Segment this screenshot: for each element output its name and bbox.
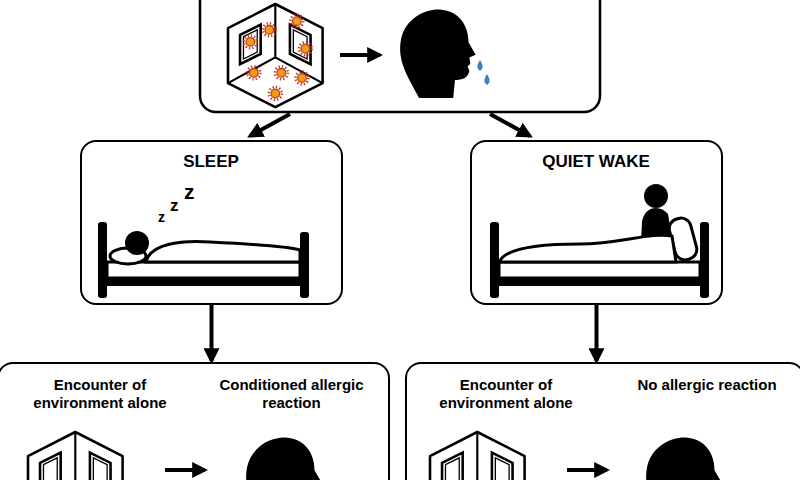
outcome-box: Encounter of environment alone Conditione… bbox=[0, 362, 390, 480]
reacting-head bbox=[246, 438, 322, 480]
room-alone bbox=[430, 432, 525, 480]
drawing-part bbox=[275, 66, 288, 79]
awake-bed bbox=[490, 184, 709, 298]
drawing-part bbox=[290, 15, 303, 28]
room-alone bbox=[28, 432, 123, 480]
outcome-box: Encounter of environment alone No allergi… bbox=[405, 362, 800, 480]
drawing-part bbox=[644, 184, 668, 208]
sleep-z: z bbox=[184, 181, 195, 202]
drawing-part bbox=[146, 242, 300, 262]
sleep-z: z bbox=[170, 197, 179, 214]
allergic-head bbox=[400, 10, 476, 98]
drawing-part bbox=[490, 222, 499, 298]
drawing-part bbox=[244, 35, 257, 48]
drawing-part bbox=[246, 438, 322, 480]
drawing-part bbox=[247, 66, 260, 79]
outcome-text: Encounter of environment alone bbox=[421, 376, 591, 412]
drawing-part bbox=[125, 231, 149, 255]
drawing-part bbox=[700, 222, 709, 298]
exposure-panel bbox=[200, 0, 600, 112]
drawing-part bbox=[107, 278, 300, 286]
box-title: SLEEP bbox=[85, 152, 337, 172]
allergen-room bbox=[228, 4, 323, 107]
split-arrow bbox=[490, 114, 530, 136]
drawing-part bbox=[228, 4, 323, 107]
flow-arrow bbox=[595, 305, 599, 361]
flow-arrow bbox=[210, 305, 214, 361]
drawing-part bbox=[98, 222, 107, 298]
drawing-part bbox=[430, 432, 525, 480]
drawing-part bbox=[299, 42, 312, 55]
nose-drop bbox=[477, 60, 482, 71]
sleep-z: z bbox=[158, 210, 165, 224]
drawing-part bbox=[646, 438, 722, 480]
drawing-part bbox=[499, 278, 700, 286]
outcome-text: No allergic reaction bbox=[622, 376, 792, 394]
wake-box: QUIET WAKE bbox=[470, 140, 723, 305]
drawing-part bbox=[499, 262, 700, 278]
exposure-arrow bbox=[340, 53, 380, 57]
outcome-text: Encounter of environment alone bbox=[15, 376, 185, 412]
sleep-box: SLEEP bbox=[80, 140, 343, 305]
nose-drop bbox=[484, 74, 489, 85]
drawing-part bbox=[28, 432, 123, 480]
split-arrow bbox=[250, 114, 290, 136]
calm-head bbox=[646, 438, 722, 480]
drawing-part bbox=[296, 72, 309, 85]
drawing-part bbox=[263, 23, 276, 36]
outcome-text: Conditioned allergic reaction bbox=[204, 376, 379, 412]
encounter-arrow bbox=[165, 468, 205, 472]
box-title: QUIET WAKE bbox=[475, 152, 717, 172]
drawing-part bbox=[400, 10, 476, 98]
drawing-part bbox=[499, 235, 676, 262]
encounter-arrow bbox=[567, 468, 607, 472]
sleeping-bed bbox=[98, 222, 309, 298]
drawing-part bbox=[269, 87, 282, 100]
